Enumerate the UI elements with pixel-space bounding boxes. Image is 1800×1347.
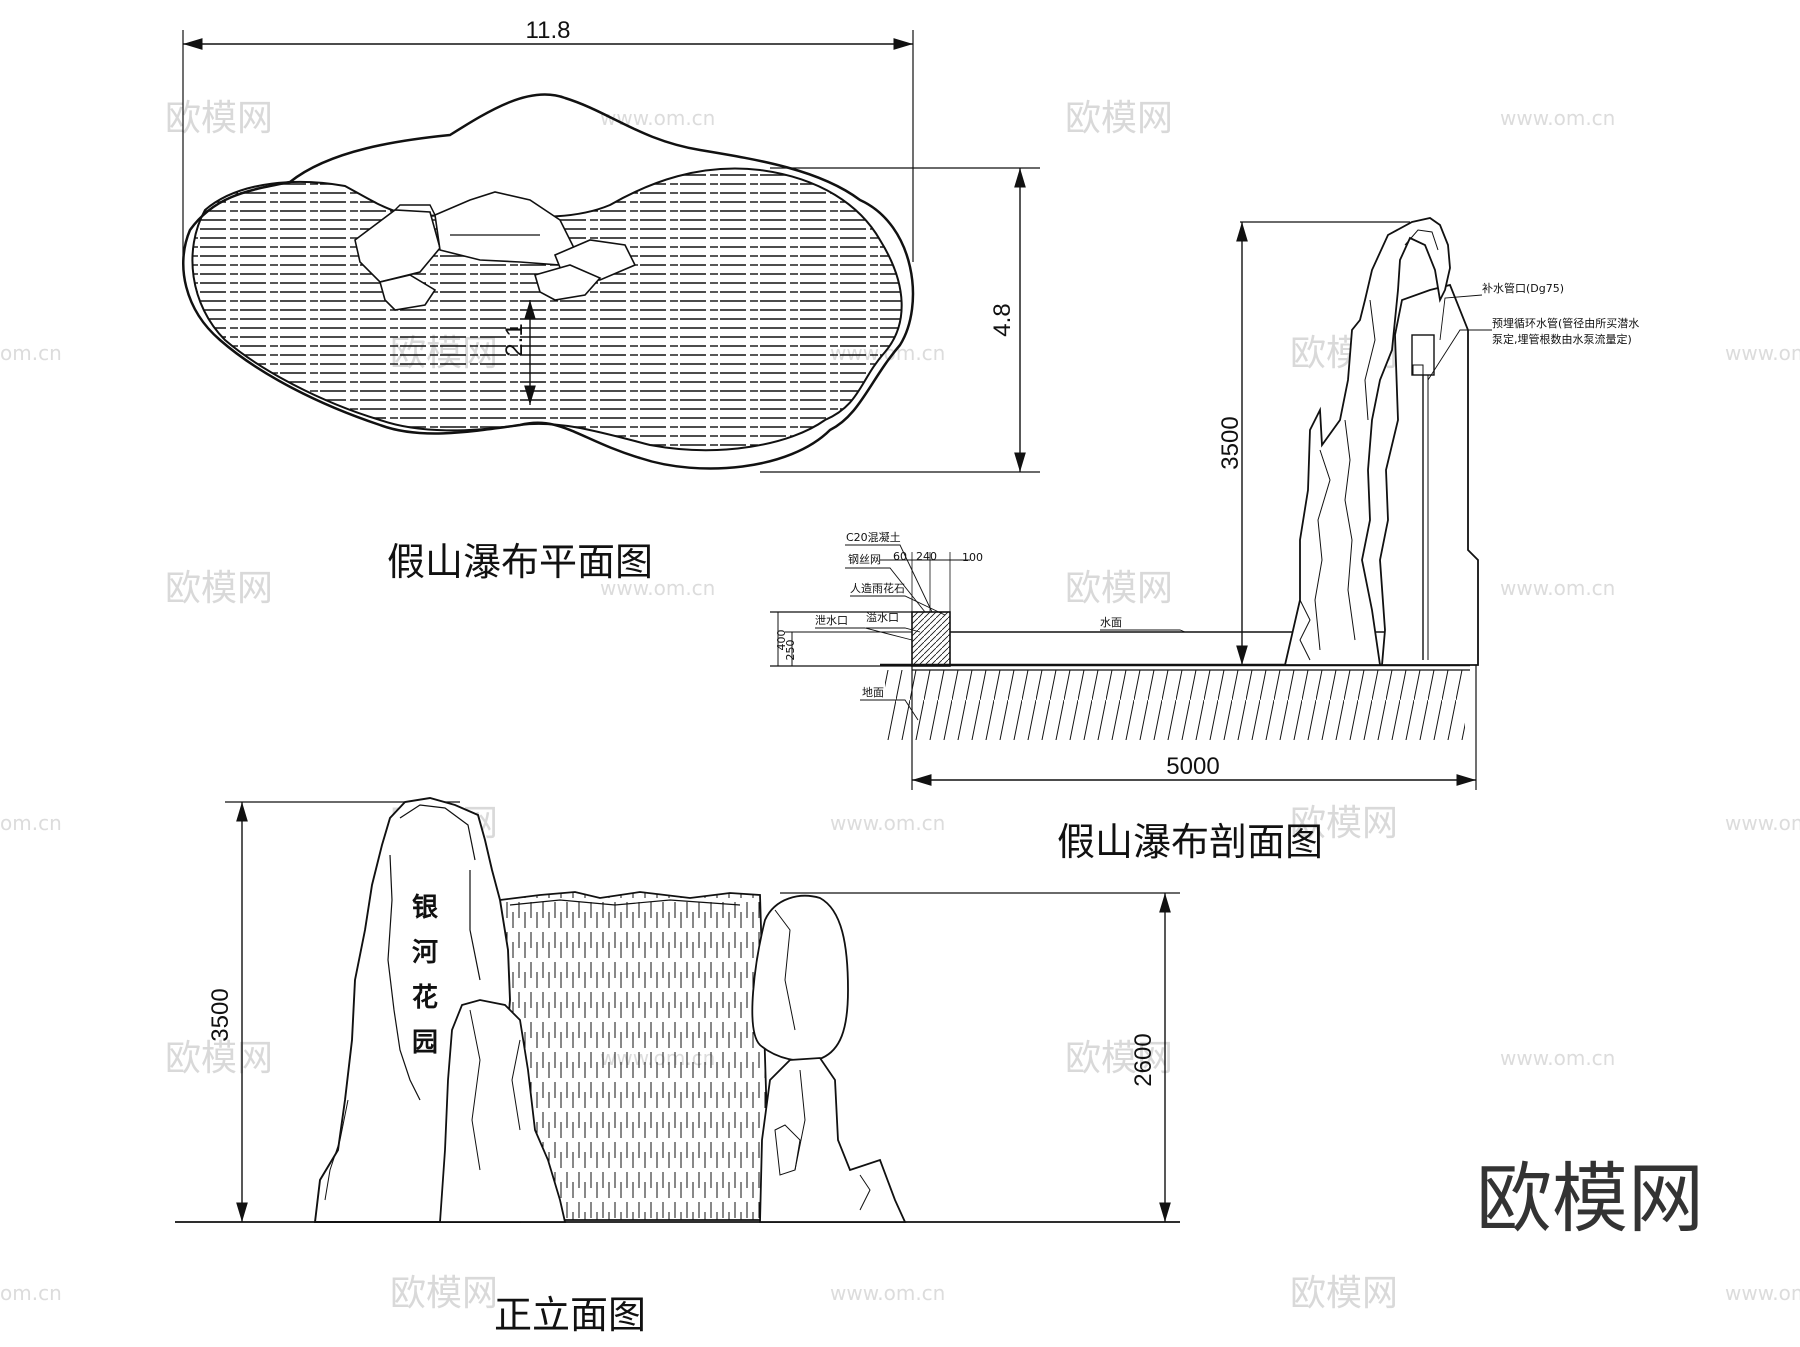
watermark-brand: 欧模网 [1065, 568, 1173, 609]
watermark-url: www.om.cn [600, 576, 715, 600]
dim-400: 400 [775, 630, 788, 651]
leader-mesh [845, 567, 926, 613]
elevation-left-label: 3500 [207, 988, 234, 1041]
elevation-rock-texture [774, 1124, 801, 1176]
plan-rock [354, 209, 441, 283]
watermark-brand: 欧模网 [390, 1273, 498, 1314]
plan-view [182, 30, 1040, 473]
elevation-waterfall [499, 891, 771, 1221]
watermark-brand: 欧模网 [1065, 1038, 1173, 1079]
watermark-layer: 欧模网 www.om.cn 欧模网 www.om.cn om.cn 欧模网 ww… [0, 98, 1800, 1314]
plan-rock [379, 274, 437, 311]
leader-c20 [845, 544, 933, 613]
plan-rock [434, 191, 576, 266]
label-supply: 补水管口(Dg75) [1482, 281, 1564, 295]
section-pipe-outlet [1412, 364, 1424, 376]
elevation-rock-texture [399, 804, 476, 861]
elevation-rock-texture [469, 1009, 481, 1171]
label-ground: 地面 [862, 686, 884, 699]
plan-outer-outline [182, 93, 915, 470]
watermark-url: om.cn [0, 341, 62, 365]
section-width-label: 5000 [1166, 753, 1219, 780]
plan-width-label: 11.8 [526, 17, 571, 44]
plan-title: 假山瀑布平面图 [387, 540, 653, 584]
elevation-rock-texture [387, 854, 421, 1101]
dim-100: 100 [962, 551, 983, 564]
watermark-url: www.om.cn [1725, 341, 1800, 365]
sign-char: 园 [412, 1028, 438, 1058]
plan-rock [394, 204, 436, 216]
watermark-url: om.cn [0, 811, 62, 835]
section-rock [1283, 217, 1451, 666]
watermark-url: om.cn [0, 1281, 62, 1305]
label-c20: C20混凝土 [846, 530, 901, 544]
sign-char: 河 [412, 938, 438, 968]
leader-drain [815, 627, 913, 641]
plan-height-label: 4.8 [989, 303, 1016, 336]
dim-250: 250 [784, 640, 797, 661]
elevation-rock-texture [469, 870, 481, 981]
watermark-brand: 欧模网 [165, 1038, 273, 1079]
elevation-rock-texture [794, 1069, 806, 1171]
watermark-brand: 欧模网 [1290, 1273, 1398, 1314]
section-height-label: 3500 [1217, 416, 1244, 469]
elevation-sign: 银 河 花 园 [412, 893, 439, 1058]
section-rock-texture [1404, 229, 1439, 251]
label-drain: 泄水口 [815, 614, 848, 627]
elevation-right-label: 2600 [1130, 1033, 1157, 1086]
dim-240: 240 [916, 550, 937, 563]
label-overflow: 溢水口 [866, 610, 899, 624]
plan-inner-label: 2.1 [501, 323, 528, 356]
watermark-url: www.om.cn [1725, 811, 1800, 835]
label-pipe-2: 泵定,埋管根数由水泵流量定) [1492, 332, 1632, 346]
elevation-waterfall-crest [509, 899, 741, 906]
watermark-url: www.om.cn [1500, 576, 1615, 600]
leader-ground [860, 699, 919, 721]
elevation-rock-texture [324, 1099, 349, 1201]
watermark-brand: 欧模网 [1065, 98, 1173, 139]
sign-char: 花 [412, 983, 438, 1013]
leader-pipe [1427, 329, 1492, 381]
section-rock-texture [1314, 449, 1331, 651]
section-rock-texture [1299, 599, 1311, 661]
section-pool-wall [911, 611, 951, 667]
watermark-brand: 欧模网 [165, 568, 273, 609]
elevation-rock-texture [511, 1039, 521, 1131]
watermark-brand: 欧模网 [165, 98, 273, 139]
label-mesh: 钢丝网 [848, 553, 881, 566]
watermark-url: www.om.cn [1500, 1046, 1615, 1070]
leader-water [1100, 629, 1186, 633]
elevation-boulder-right [751, 894, 849, 1062]
section-title: 假山瀑布剖面图 [1057, 820, 1323, 864]
watermark-url: www.om.cn [830, 811, 945, 835]
elevation-rock-texture [859, 1174, 871, 1211]
section-back-wall [1379, 283, 1479, 666]
watermark-url: www.om.cn [830, 1281, 945, 1305]
brand-logo: 欧模网 [1476, 1154, 1704, 1243]
section-ground-hatch [885, 670, 1465, 740]
watermark-url: www.om.cn [600, 106, 715, 130]
elevation-view [175, 797, 1180, 1223]
plan-rock [534, 264, 602, 301]
label-pipe-1: 预埋循环水管(管径由所买潜水 [1492, 316, 1639, 330]
label-stone: 人造雨花石 [850, 581, 905, 595]
dim-60: 60 [893, 550, 907, 563]
leader-stone [850, 595, 946, 616]
section-view [770, 217, 1492, 790]
section-rock-texture [1364, 299, 1376, 421]
elevation-rock-texture [774, 909, 796, 1031]
elevation-rock-right-lower [759, 1057, 907, 1223]
leader-overflow [866, 627, 921, 633]
sign-char: 银 [412, 893, 439, 923]
label-water: 水面 [1100, 616, 1122, 629]
leader-supply [1439, 294, 1483, 341]
watermark-brand: 欧模网 [1290, 803, 1398, 844]
elevation-title: 正立面图 [494, 1293, 646, 1337]
watermark-url: www.om.cn [1725, 1281, 1800, 1305]
watermark-url: www.om.cn [1500, 106, 1615, 130]
elevation-rock-front [439, 999, 567, 1223]
section-rock-texture [1344, 419, 1356, 641]
